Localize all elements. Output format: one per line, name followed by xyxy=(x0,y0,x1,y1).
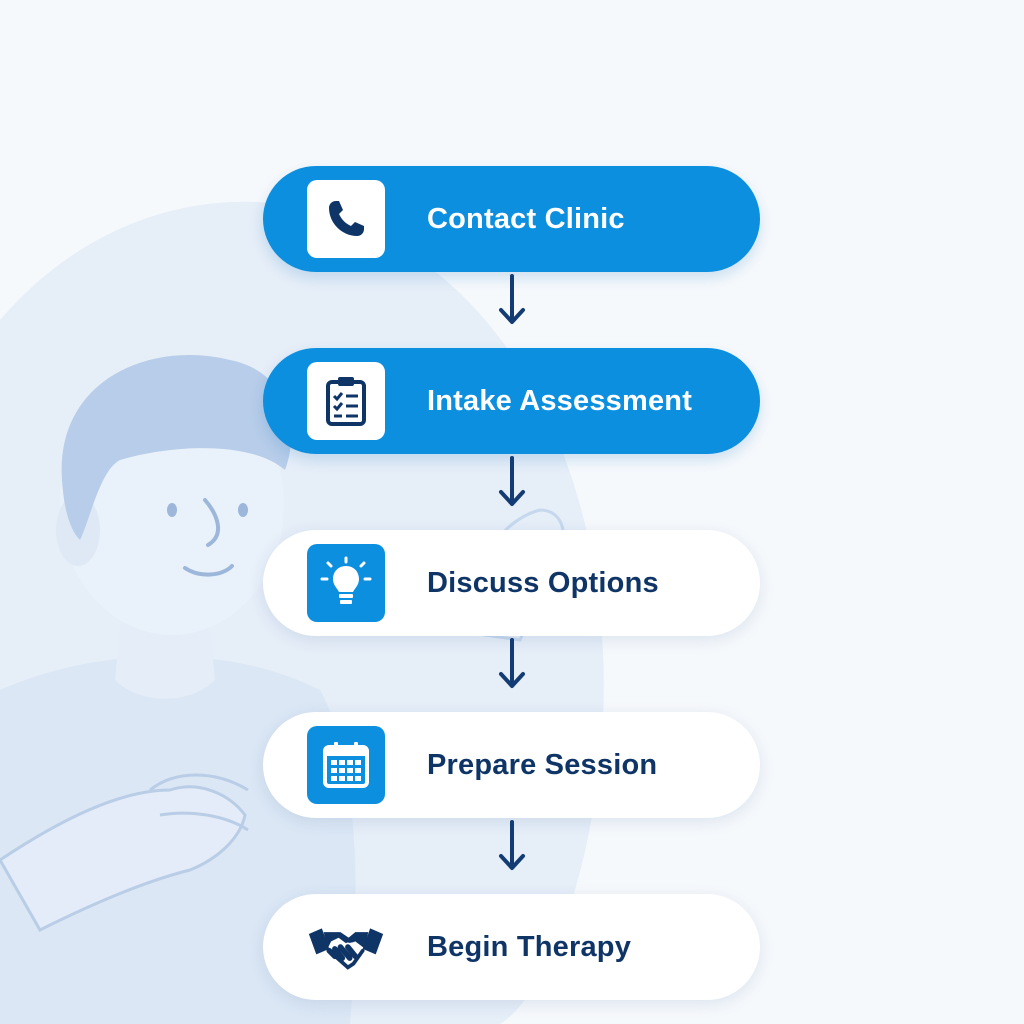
step-label: Intake Assessment xyxy=(427,385,693,417)
handshake-icon-box xyxy=(307,908,385,986)
step-discuss-options[interactable]: Discuss Options xyxy=(263,530,760,636)
step-contact-clinic[interactable]: Contact Clinic xyxy=(263,166,760,272)
arrow-down-icon xyxy=(499,456,525,506)
calendar-icon-box xyxy=(307,726,385,804)
lightbulb-icon-box xyxy=(307,544,385,622)
clipboard-icon xyxy=(326,377,366,426)
step-prepare-session[interactable]: Prepare Session xyxy=(263,712,760,818)
handshake-icon xyxy=(308,928,384,970)
step-label: Prepare Session xyxy=(427,749,658,781)
lightbulb-icon xyxy=(320,556,372,604)
phone-icon xyxy=(329,201,364,236)
phone-icon-box xyxy=(307,180,385,258)
calendar-icon xyxy=(323,742,369,788)
clipboard-icon-box xyxy=(307,362,385,440)
step-intake-assessment[interactable]: Intake Assessment xyxy=(263,348,760,454)
arrow-down-icon xyxy=(499,820,525,870)
step-label: Discuss Options xyxy=(427,567,659,599)
step-label: Begin Therapy xyxy=(427,931,632,963)
arrow-down-icon xyxy=(499,638,525,688)
step-begin-therapy[interactable]: Begin Therapy xyxy=(263,894,760,1000)
arrow-down-icon xyxy=(499,274,525,324)
step-label: Contact Clinic xyxy=(427,203,625,235)
